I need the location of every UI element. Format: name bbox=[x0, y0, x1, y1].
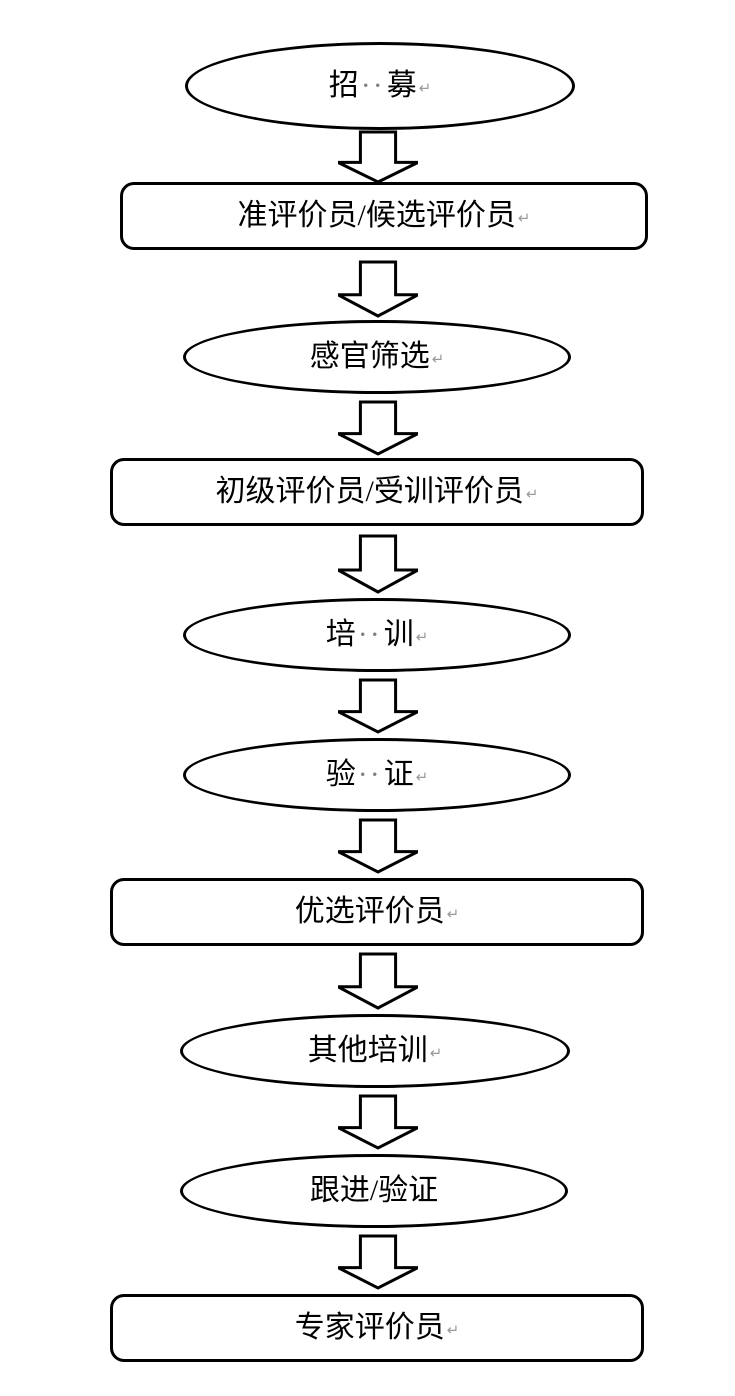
node-label-text: 其他培训 bbox=[307, 1034, 428, 1067]
node-label: 感官筛选↵ bbox=[310, 342, 445, 372]
down-arrow-icon bbox=[338, 260, 418, 318]
node-label: 专家评价员↵ bbox=[295, 1313, 460, 1343]
node-label-text-tail: 募 bbox=[386, 69, 417, 102]
node-label: 验··证↵ bbox=[326, 760, 429, 790]
node-label-text-tail: 训 bbox=[383, 618, 414, 651]
node-label-text: 准评价员/候选评价员 bbox=[237, 199, 516, 232]
paragraph-mark-icon: ↵ bbox=[446, 1321, 460, 1339]
down-arrow-icon bbox=[338, 1234, 418, 1290]
node-label-text-tail: 证 bbox=[383, 758, 414, 791]
paragraph-mark-icon: ↵ bbox=[418, 79, 432, 97]
node-sensory-screening: 感官筛选↵ bbox=[183, 320, 571, 394]
paragraph-mark-icon: ↵ bbox=[415, 628, 429, 646]
node-label-text: 跟进/验证 bbox=[309, 1174, 439, 1207]
down-arrow-icon bbox=[338, 400, 418, 456]
space-dot-marks: ·· bbox=[360, 69, 385, 102]
node-label: 其他培训↵ bbox=[308, 1036, 443, 1066]
node-label-text: 优选评价员 bbox=[294, 895, 445, 928]
node-label-text: 培 bbox=[325, 618, 356, 651]
node-label: 优选评价员↵ bbox=[295, 897, 460, 927]
node-expert-assessor: 专家评价员↵ bbox=[110, 1294, 644, 1362]
node-prospective-assessor: 准评价员/候选评价员↵ bbox=[120, 182, 648, 250]
node-label-text: 感官筛选 bbox=[309, 340, 430, 373]
node-label: 培··训↵ bbox=[326, 620, 429, 650]
paragraph-mark-icon: ↵ bbox=[446, 905, 460, 923]
down-arrow-icon bbox=[338, 818, 418, 874]
node-label-text: 验 bbox=[325, 758, 356, 791]
node-label-text: 初级评价员/受训评价员 bbox=[215, 475, 524, 508]
paragraph-mark-icon: ↵ bbox=[431, 350, 445, 368]
node-label: 准评价员/候选评价员↵ bbox=[238, 201, 531, 231]
paragraph-mark-icon: ↵ bbox=[429, 1044, 443, 1062]
node-validation: 验··证↵ bbox=[183, 738, 571, 812]
paragraph-mark-icon: ↵ bbox=[525, 485, 539, 503]
paragraph-mark-icon: ↵ bbox=[415, 768, 429, 786]
node-label: 跟进/验证 bbox=[310, 1176, 438, 1206]
space-dot-marks: ·· bbox=[357, 618, 382, 651]
node-recruitment: 招··募↵ bbox=[185, 42, 575, 130]
node-label-text: 专家评价员 bbox=[294, 1311, 445, 1344]
node-followup-validation: 跟进/验证 bbox=[180, 1154, 568, 1228]
paragraph-mark-icon: ↵ bbox=[517, 209, 531, 227]
down-arrow-icon bbox=[338, 1094, 418, 1150]
down-arrow-icon bbox=[338, 534, 418, 594]
space-dot-marks: ·· bbox=[357, 758, 382, 791]
node-label: 初级评价员/受训评价员↵ bbox=[216, 477, 539, 507]
down-arrow-icon bbox=[338, 952, 418, 1010]
node-training: 培··训↵ bbox=[183, 598, 571, 672]
down-arrow-icon bbox=[338, 678, 418, 734]
down-arrow-icon bbox=[338, 130, 418, 184]
node-label: 招··募↵ bbox=[329, 71, 432, 101]
node-initial-assessor: 初级评价员/受训评价员↵ bbox=[110, 458, 644, 526]
node-other-training: 其他培训↵ bbox=[180, 1014, 570, 1088]
node-selected-assessor: 优选评价员↵ bbox=[110, 878, 644, 946]
node-label-text: 招 bbox=[328, 69, 359, 102]
